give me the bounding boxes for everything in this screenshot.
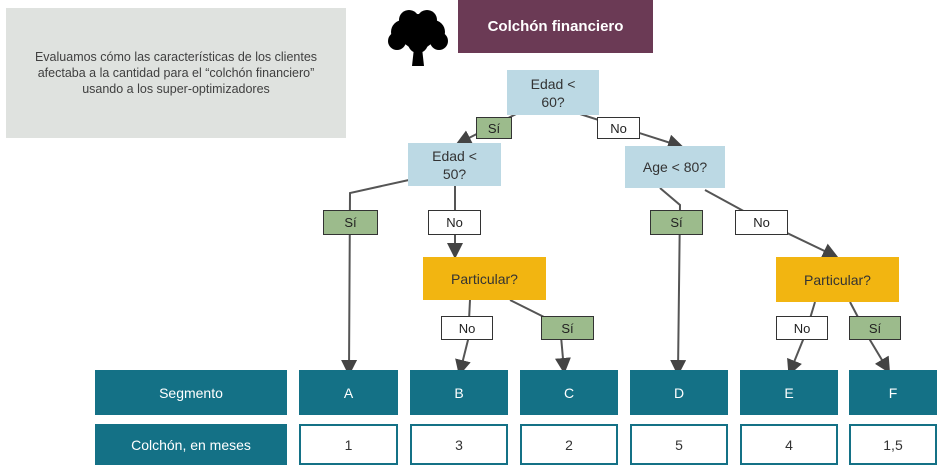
title-text: Colchón financiero bbox=[487, 18, 624, 35]
branch-no-particular-right: No bbox=[776, 316, 828, 340]
branch-yes-label: Sí bbox=[561, 320, 574, 336]
segment-row-header: Segmento bbox=[95, 370, 287, 415]
node-edad-60: Edad < 60? bbox=[507, 70, 599, 115]
branch-no-label: No bbox=[458, 320, 476, 336]
segment-a-label: A bbox=[343, 384, 354, 401]
months-row-header: Colchón, en meses bbox=[95, 424, 287, 465]
months-d-value: 5 bbox=[675, 436, 683, 453]
branch-yes-particular-left: Sí bbox=[541, 316, 594, 340]
months-f-value: 1,5 bbox=[883, 436, 903, 453]
segment-a: A bbox=[299, 370, 398, 415]
segment-f-label: F bbox=[888, 384, 898, 401]
branch-yes-label: Sí bbox=[868, 320, 882, 336]
months-c: 2 bbox=[520, 424, 618, 465]
segment-d-label: D bbox=[673, 384, 685, 401]
branch-no-label: No bbox=[610, 120, 627, 136]
months-a: 1 bbox=[299, 424, 398, 465]
segment-row-header-label: Segmento bbox=[159, 384, 223, 401]
segment-e-label: E bbox=[784, 384, 794, 401]
months-b: 3 bbox=[410, 424, 508, 465]
description-text: Evaluamos cómo las características de lo… bbox=[34, 50, 318, 96]
branch-no-edad50: No bbox=[428, 210, 481, 235]
node-particular-right: Particular? bbox=[776, 257, 899, 302]
segment-b: B bbox=[410, 370, 508, 415]
node-edad-50: Edad < 50? bbox=[408, 143, 501, 186]
node-age-80-label: Age < 80? bbox=[642, 159, 708, 175]
node-particular-left: Particular? bbox=[423, 257, 546, 300]
segment-c-label: C bbox=[563, 384, 575, 401]
branch-yes-label: Sí bbox=[670, 215, 683, 230]
description-note: Evaluamos cómo las características de lo… bbox=[6, 8, 346, 138]
branch-no-label: No bbox=[446, 215, 463, 230]
months-row-header-label: Colchón, en meses bbox=[131, 436, 251, 453]
months-e-value: 4 bbox=[785, 436, 793, 453]
segment-d: D bbox=[630, 370, 728, 415]
branch-yes-label: Sí bbox=[344, 215, 357, 230]
branch-yes-label: Sí bbox=[487, 120, 501, 136]
branch-yes-edad50: Sí bbox=[323, 210, 378, 235]
branch-yes-edad60: Sí bbox=[476, 117, 512, 139]
node-edad-60-label: Edad < 60? bbox=[530, 75, 576, 110]
months-b-value: 3 bbox=[455, 436, 463, 453]
branch-no-particular-left: No bbox=[441, 316, 493, 340]
diagram-title: Colchón financiero bbox=[458, 0, 653, 53]
months-f: 1,5 bbox=[849, 424, 937, 465]
branch-yes-particular-right: Sí bbox=[849, 316, 901, 340]
months-c-value: 2 bbox=[565, 436, 573, 453]
segment-f: F bbox=[849, 370, 937, 415]
node-particular-right-label: Particular? bbox=[804, 271, 871, 288]
branch-no-age80: No bbox=[735, 210, 788, 235]
months-a-value: 1 bbox=[344, 436, 353, 453]
branch-no-label: No bbox=[793, 320, 811, 336]
segment-b-label: B bbox=[454, 384, 464, 401]
node-particular-left-label: Particular? bbox=[451, 270, 518, 287]
branch-no-edad60: No bbox=[597, 117, 640, 139]
tree-icon bbox=[388, 10, 448, 66]
node-age-80: Age < 80? bbox=[625, 146, 725, 188]
segment-e: E bbox=[740, 370, 838, 415]
node-edad-50-label: Edad < 50? bbox=[432, 147, 477, 182]
branch-no-label: No bbox=[753, 215, 770, 230]
segment-c: C bbox=[520, 370, 618, 415]
months-e: 4 bbox=[740, 424, 838, 465]
months-d: 5 bbox=[630, 424, 728, 465]
branch-yes-age80: Sí bbox=[650, 210, 703, 235]
